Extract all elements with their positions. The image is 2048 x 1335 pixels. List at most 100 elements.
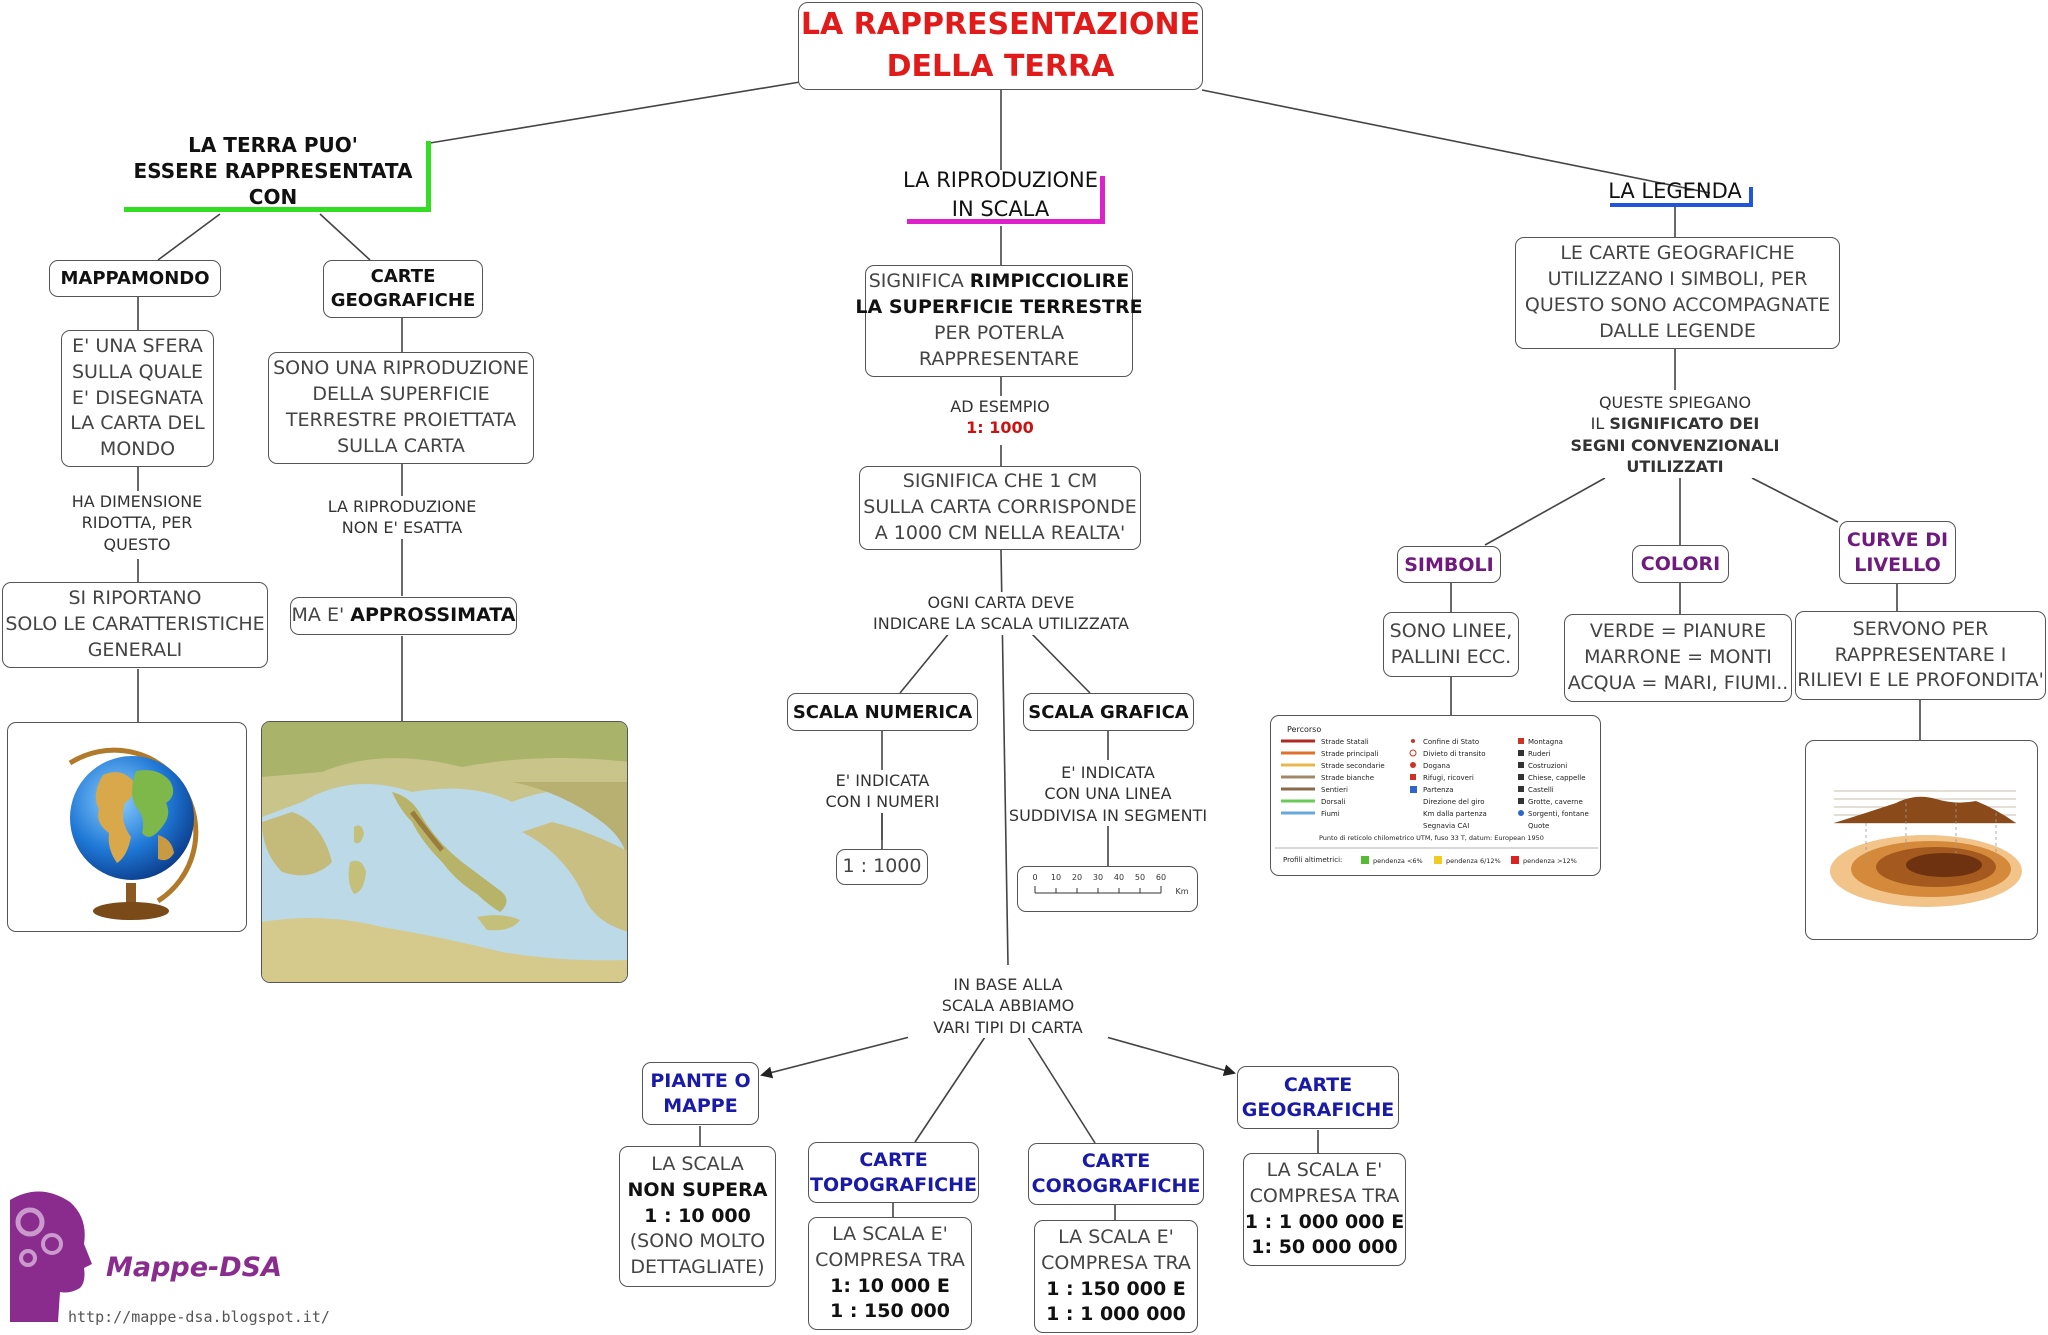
- curve-description: SERVONO PER RAPPRESENTARE I RILIEVI E LE…: [1795, 611, 2046, 700]
- type-desc-line: COMPRESA TRA: [1249, 1184, 1400, 1207]
- connector-line: IL SIGNIFICATO DEI: [1560, 413, 1790, 434]
- scale-tick-label: 30: [1092, 873, 1102, 882]
- connector-line: UTILIZZATI: [1626, 457, 1724, 477]
- carte-corografiche-description: LA SCALA E' COMPRESA TRA 1 : 150 000 E 1…: [1034, 1220, 1198, 1333]
- type-label-line: CARTE: [1081, 1150, 1151, 1172]
- legenda-desc-line: UTILIZZANO I SIMBOLI, PER: [1547, 268, 1808, 291]
- type-desc-line: COMPRESA TRA: [815, 1248, 965, 1271]
- type-desc-line: COMPRESA TRA: [1041, 1251, 1191, 1274]
- type-label-line: COROGRAFICHE: [1031, 1175, 1201, 1197]
- colori-desc-line: MARRONE = MONTI: [1584, 646, 1772, 669]
- scale-tick-label: 10: [1050, 873, 1060, 882]
- left-branch-heading: LA TERRA PUO' ESSERE RAPPRESENTATA CON: [118, 132, 428, 210]
- type-desc-bold: 1: 50 000 000: [1251, 1236, 1398, 1259]
- legend-item: Km dalla partenza: [1423, 810, 1487, 818]
- profile-item: pendenza <6%: [1373, 857, 1423, 865]
- numerica-example-value: 1 : 1000: [842, 855, 922, 878]
- scale-unit-label: Km: [1175, 887, 1188, 896]
- legend-item: Dogana: [1423, 762, 1450, 770]
- approssimata-result: MA E' APPROSSIMATA: [290, 597, 517, 635]
- scala-definition: SIGNIFICA RIMPICCIOLIRE LA SUPERFICIE TE…: [855, 265, 1143, 377]
- type-desc-bold: 1 : 150 000: [830, 1300, 950, 1323]
- type-label-line: CARTE: [859, 1148, 928, 1171]
- types-connector: IN BASE ALLA SCALA ABBIAMO VARI TIPI DI …: [908, 974, 1108, 1039]
- simboli-description: SONO LINEE, PALLINI ECC.: [1383, 612, 1519, 677]
- legend-item: Quote: [1528, 822, 1549, 830]
- colori-label: COLORI: [1640, 553, 1721, 575]
- legenda-connector: QUESTE SPIEGANO IL SIGNIFICATO DEI SEGNI…: [1560, 392, 1790, 478]
- carte-topografiche-description: LA SCALA E' COMPRESA TRA 1: 10 000 E 1 :…: [808, 1217, 972, 1330]
- mappamondo-result-line: SOLO LE CARATTERISTICHE: [5, 613, 265, 636]
- scale-tick-label: 60: [1155, 873, 1165, 882]
- mappamondo-desc-line: MONDO: [99, 438, 176, 461]
- type-desc-line: LA SCALA E': [1266, 1158, 1383, 1181]
- carte-label-line: GEOGRAFICHE: [330, 290, 476, 311]
- legend-item: Strade principali: [1321, 750, 1379, 758]
- legenda-underline: [1610, 203, 1753, 207]
- connector-line: QUESTO: [103, 534, 171, 554]
- piante-mappe-node: PIANTE O MAPPE: [642, 1062, 759, 1125]
- italy-map-image: [261, 721, 628, 983]
- connector-line: INDICARE LA SCALA UTILIZZATA: [873, 614, 1129, 634]
- legend-item: Castelli: [1528, 786, 1554, 794]
- connector-line: LA RIPRODUZIONE: [327, 497, 477, 516]
- mappamondo-desc-line: SULLA QUALE: [71, 360, 204, 383]
- legend-item: Sentieri: [1321, 786, 1348, 794]
- carte-desc-line: DELLA SUPERFICIE: [312, 383, 490, 406]
- example-connector: AD ESEMPIO 1: 1000: [920, 396, 1080, 439]
- profile-item: pendenza 6/12%: [1446, 857, 1501, 865]
- carte-label-line: CARTE: [370, 266, 436, 287]
- type-desc-bold: 1 : 1 000 000: [1046, 1303, 1186, 1326]
- simboli-desc-line: SONO LINEE,: [1389, 619, 1513, 642]
- carte-geografiche-node: CARTE GEOGRAFICHE: [323, 260, 483, 318]
- numerica-example: 1 : 1000: [836, 849, 928, 885]
- scala-grafica-label: SCALA GRAFICA: [1028, 701, 1189, 723]
- definition-text: SIGNIFICA: [868, 270, 970, 293]
- mappamondo-result: SI RIPORTANO SOLO LE CARATTERISTICHE GEN…: [2, 582, 268, 668]
- definition-line-1: SIGNIFICA RIMPICCIOLIRE: [869, 269, 1130, 295]
- connector-line: QUESTE SPIEGANO: [1598, 393, 1752, 412]
- scala-numerica-node: SCALA NUMERICA: [787, 693, 978, 731]
- simboli-label: SIMBOLI: [1404, 553, 1494, 576]
- connector-text: IL: [1590, 414, 1610, 434]
- legend-image: Percorso Strade Statali Strade principal…: [1270, 715, 1601, 876]
- mappamondo-desc-line: E' DISEGNATA: [71, 386, 204, 409]
- scala-numerica-label: SCALA NUMERICA: [792, 701, 973, 723]
- center-heading-line-1: LA RIPRODUZIONE: [902, 168, 1099, 192]
- center-heading-underline-tick: [1100, 176, 1105, 224]
- contour-lines-image: [1805, 740, 2038, 940]
- curve-livello-node: CURVE DI LIVELLO: [1839, 521, 1956, 584]
- curve-label-line: CURVE DI: [1846, 528, 1949, 551]
- carte-topografiche-node: CARTE TOPOGRAFICHE: [808, 1142, 979, 1203]
- legend-profile-label: Profili altimetrici:: [1283, 856, 1342, 864]
- head-gears-icon: [10, 1191, 92, 1322]
- carte-connector-text: LA RIPRODUZIONE NON E' ESATTA: [320, 496, 484, 539]
- scale-tick-label: 20: [1071, 873, 1081, 882]
- mappamondo-description: E' UNA SFERA SULLA QUALE E' DISEGNATA LA…: [61, 330, 214, 467]
- center-heading-line-2: IN SCALA: [951, 197, 1050, 221]
- type-desc-line: LA SCALA E': [1058, 1225, 1174, 1248]
- type-desc-line: (SONO MOLTO: [629, 1230, 766, 1253]
- legend-item: Dorsali: [1321, 798, 1345, 806]
- type-label-line: MAPPE: [663, 1094, 738, 1117]
- grafica-connector: E' INDICATA CON UNA LINEA SUDDIVISA IN S…: [1008, 762, 1208, 827]
- connector-bold: SIGNIFICATO DEI: [1609, 414, 1760, 434]
- logo-url[interactable]: http://mappe-dsa.blogspot.it/: [68, 1308, 330, 1326]
- type-label-line: TOPOGRAFICHE: [810, 1173, 977, 1196]
- carte-corografiche-node: CARTE COROGRAFICHE: [1028, 1143, 1204, 1205]
- mappamondo-result-line: SI RIPORTANO: [68, 587, 202, 610]
- colori-desc-line: VERDE = PIANURE: [1589, 620, 1767, 643]
- example-label: AD ESEMPIO: [950, 397, 1050, 416]
- legend-item: Direzione del giro: [1423, 798, 1485, 806]
- definition-line-2: LA SUPERFICIE TERRESTRE: [855, 296, 1143, 319]
- carte-description: SONO UNA RIPRODUZIONE DELLA SUPERFICIE T…: [268, 352, 534, 464]
- meaning-line: SULLA CARTA CORRISPONDE: [863, 496, 1137, 519]
- legend-item: Grotte, caverne: [1528, 798, 1583, 806]
- legend-item: Chiese, cappelle: [1528, 774, 1586, 782]
- curve-label-line: LIVELLO: [1854, 553, 1941, 576]
- type-label-line: CARTE: [1283, 1073, 1353, 1096]
- meaning-line: A 1000 CM NELLA REALTA': [874, 521, 1126, 544]
- mappamondo-label: MAPPAMONDO: [60, 268, 210, 289]
- mappamondo-result-line: GENERALI: [87, 638, 183, 661]
- scale-tick-label: 40: [1113, 873, 1123, 882]
